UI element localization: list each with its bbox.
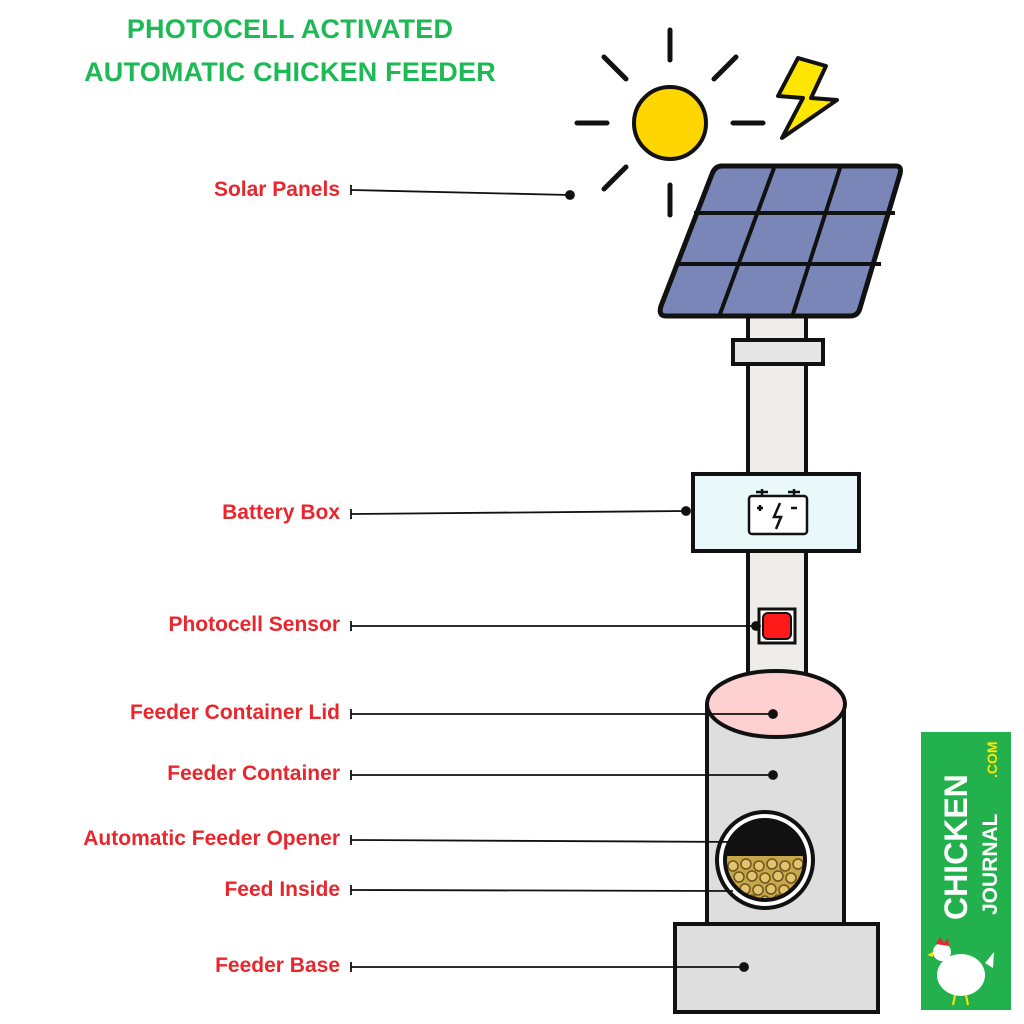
logo-tld: .COM (984, 741, 1000, 778)
chicken-icon (927, 937, 994, 1006)
lightning-icon (776, 56, 839, 140)
leader-lines (350, 185, 778, 972)
photocell-sensor (762, 612, 792, 640)
pole-collar (731, 338, 825, 366)
diagram-title-line1: PHOTOCELL ACTIVATED (126, 14, 454, 44)
feeder-container-lid (705, 669, 847, 739)
label-feeder-container: Feeder Container (167, 762, 340, 785)
label-photocell-sensor: Photocell Sensor (168, 613, 340, 636)
label-automatic-feeder-opener: Automatic Feeder Opener (83, 827, 340, 850)
label-solar-panels: Solar Panels (213, 178, 340, 201)
logo-brand: CHICKEN (938, 774, 974, 920)
battery-icon (747, 489, 809, 536)
feeder-base (673, 922, 880, 1014)
label-feeder-container-lid: Feeder Container Lid (129, 701, 340, 724)
logo-sub: JOURNAL (979, 813, 1002, 915)
sun-icon (574, 27, 766, 218)
diagram-title-line2: AUTOMATIC CHICKEN FEEDER (84, 57, 496, 87)
chicken-journal-logo: CHICKEN JOURNAL .COM (921, 732, 1011, 1010)
label-feed-inside: Feed Inside (224, 878, 340, 901)
label-battery-box: Battery Box (222, 501, 340, 524)
label-feeder-base: Feeder Base (215, 954, 340, 977)
solar-panel (657, 163, 903, 319)
feed-pellets (727, 858, 804, 900)
